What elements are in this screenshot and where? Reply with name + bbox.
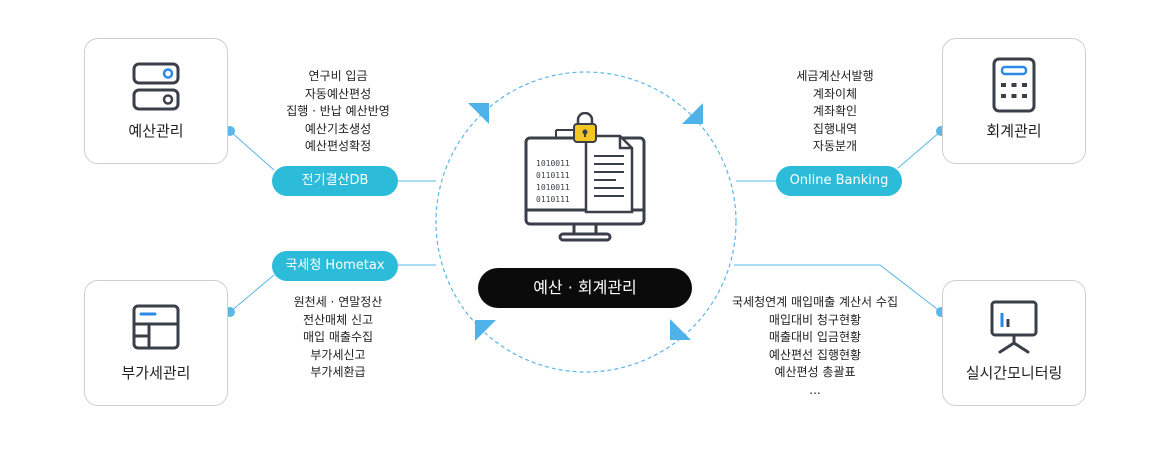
binary-line: 1010011 — [536, 183, 570, 192]
list-item: 부가세환급 — [310, 365, 366, 379]
layout-icon — [132, 304, 180, 350]
binary-line: 0110111 — [536, 171, 570, 180]
list-item: 집행 · 반납 예산반영 — [286, 104, 390, 118]
list-item: 예산편선 집행현황 — [768, 347, 862, 362]
list-item: 원천세 · 연말정산 — [293, 295, 383, 309]
accounting-card[interactable]: 회계관리 — [942, 38, 1086, 164]
binary-line: 0110111 — [536, 195, 570, 204]
accounting-items: 세금계산서발행 계좌이체 계좌확인 집행내역 자동분개 — [770, 68, 900, 156]
list-item: 자동분개 — [812, 139, 858, 153]
list-item: 매출대비 입금현황 — [768, 330, 862, 344]
list-item: 계좌확인 — [812, 104, 858, 118]
list-item: ... — [809, 382, 821, 397]
list-item: 예산편성 총괄표 — [774, 365, 856, 379]
accounting-pill: Online Banking — [776, 166, 902, 196]
calculator-icon — [992, 57, 1036, 113]
secure-computer-icon: 1010011 0110111 1010011 0110111 — [524, 112, 646, 242]
list-item: 세금계산서발행 — [796, 69, 874, 83]
monitoring-card[interactable]: 실시간모니터링 — [942, 280, 1086, 406]
cycle-arrow-bottom-right — [670, 319, 691, 340]
list-item: 부가세신고 — [310, 347, 366, 362]
cycle-arrow-top-left — [468, 103, 489, 124]
list-item: 계좌이체 — [812, 86, 858, 101]
accounting-label: 회계관리 — [986, 122, 1042, 140]
vat-label: 부가세관리 — [121, 364, 191, 382]
list-item: 예산편성확정 — [304, 139, 372, 153]
budget-items: 연구비 입금 자동예산편성 집행 · 반납 예산반영 예산기초생성 예산편성확정 — [268, 68, 408, 156]
budget-label: 예산관리 — [128, 122, 184, 140]
cycle-arrow-bottom-left — [475, 320, 496, 341]
list-item: 예산기초생성 — [304, 121, 372, 136]
binary-line: 1010011 — [536, 159, 570, 168]
center-title-pill: 예산 · 회계관리 — [478, 268, 692, 308]
presentation-board-icon — [990, 300, 1038, 354]
vat-items: 원천세 · 연말정산 전산매체 신고 매입 매출수집 부가세신고 부가세환급 — [268, 294, 408, 382]
list-item: 매입대비 청구현황 — [768, 312, 862, 327]
list-item: 자동예산편성 — [304, 86, 372, 101]
list-item: 연구비 입금 — [308, 69, 368, 83]
list-item: 매입 매출수집 — [302, 330, 374, 344]
budget-pill: 전기결산DB — [272, 166, 398, 196]
cycle-arrow-top-right — [682, 103, 703, 124]
server-icon — [132, 62, 180, 111]
list-item: 집행내역 — [812, 121, 858, 136]
monitoring-label: 실시간모니터링 — [965, 364, 1063, 382]
vat-card[interactable]: 부가세관리 — [84, 280, 228, 406]
vat-pill: 국세청 Hometax — [272, 251, 398, 281]
monitoring-items: 국세청연계 매입매출 계산서 수집 매입대비 청구현황 매출대비 입금현황 예산… — [722, 294, 908, 399]
budget-card[interactable]: 예산관리 — [84, 38, 228, 164]
list-item: 전산매체 신고 — [302, 312, 374, 327]
cycle-circle — [435, 71, 737, 373]
list-item: 국세청연계 매입매출 계산서 수집 — [731, 295, 898, 309]
